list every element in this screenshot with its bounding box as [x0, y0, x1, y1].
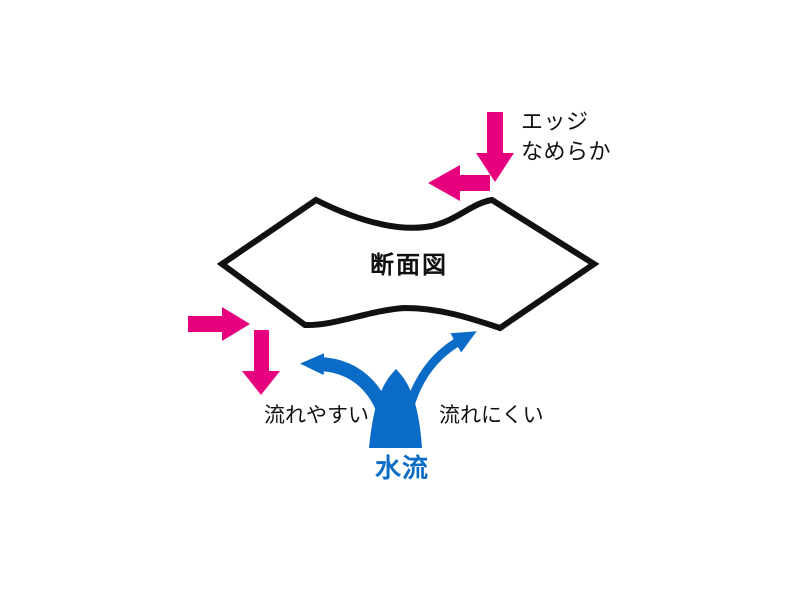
flows-easily-label: 流れやすい	[264, 403, 369, 427]
edge-arrows-top-right	[428, 112, 514, 201]
edge-arrows-bottom-left	[188, 307, 280, 395]
edge-smooth-label: エッジ なめらか	[521, 108, 611, 168]
water-flow-label: 水流	[375, 454, 430, 484]
water-flow-left-branch	[300, 353, 397, 441]
cross-section-outline	[216, 196, 600, 332]
pink-arrow-down-bottom	[242, 330, 280, 395]
edge-label-line-2: なめらか	[521, 140, 612, 165]
pink-arrow-left-top	[428, 165, 490, 201]
water-flow-right-branch	[398, 331, 477, 441]
edge-label-line-1: エッジ	[521, 110, 589, 135]
cross-section-label: 断面図	[370, 251, 448, 279]
water-flow-arrows	[300, 331, 477, 448]
pink-arrow-right-bottom	[188, 307, 250, 341]
flows-hardly-label: 流れにくい	[439, 403, 544, 427]
pink-arrow-down-right	[476, 112, 514, 182]
